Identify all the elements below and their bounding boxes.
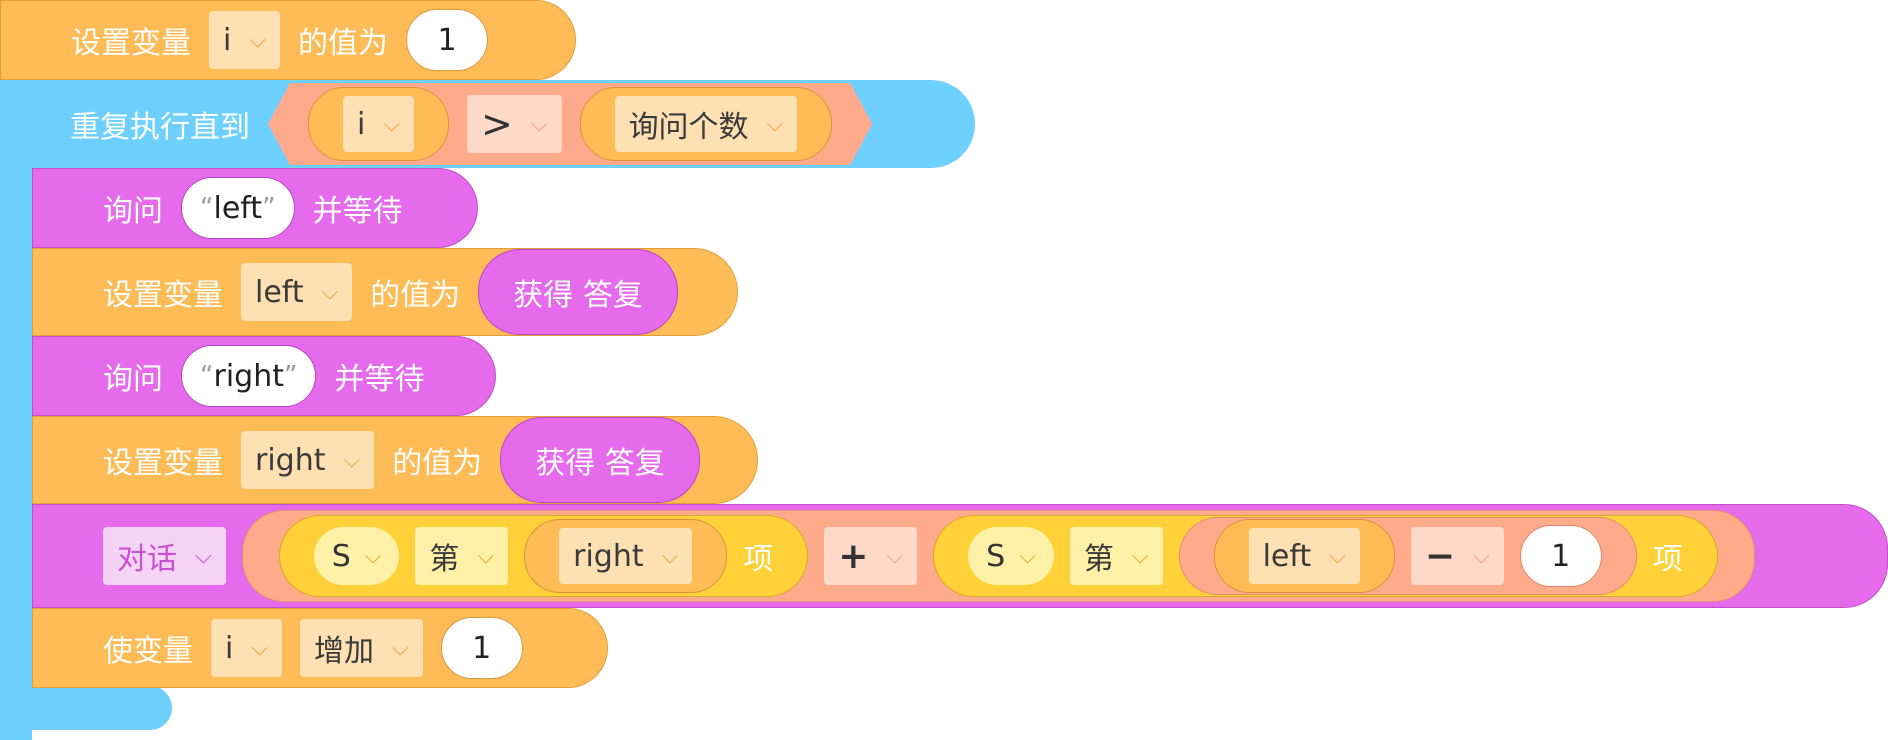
list-item-reporter-a[interactable]: S ⌵ 第 ⌵ right ⌵ 项 (278, 515, 809, 597)
block-label: 使变量 (103, 634, 193, 669)
chevron-down-icon: ⌵ (364, 543, 382, 569)
chevron-down-icon: ⌵ (321, 279, 339, 305)
say-block[interactable]: 对话 ⌵ S ⌵ 第 ⌵ right ⌵ 项 + ⌵ (32, 504, 1888, 608)
question-input[interactable]: “ left ” (181, 177, 295, 239)
var-reporter-i[interactable]: i ⌵ (308, 87, 449, 161)
value-input[interactable]: 1 (440, 617, 523, 679)
chevron-down-icon: ⌵ (1473, 543, 1490, 569)
ordinal-dropdown[interactable]: 第 ⌵ (1069, 527, 1163, 585)
block-label-suffix: 并等待 (312, 194, 403, 229)
subtract-reporter[interactable]: left ⌵ − ⌵ 1 (1178, 517, 1637, 595)
chevron-down-icon: ⌵ (477, 543, 495, 569)
variable-name: 询问个数 (628, 110, 749, 145)
repeat-left-arm (0, 80, 32, 740)
block-label: 设置变量 (71, 26, 191, 61)
add-reporter[interactable]: S ⌵ 第 ⌵ right ⌵ 项 + ⌵ S ⌵ (241, 510, 1755, 602)
operator-dropdown[interactable]: + ⌵ (824, 527, 918, 585)
change-mode-dropdown[interactable]: 增加 ⌵ (300, 619, 423, 677)
chevron-down-icon: ⌵ (886, 543, 904, 569)
list-dropdown[interactable]: S ⌵ (968, 527, 1054, 585)
chevron-down-icon: ⌵ (249, 27, 267, 53)
list-item-reporter-b[interactable]: S ⌵ 第 ⌵ left ⌵ − ⌵ 1 项 (933, 515, 1718, 597)
var-reporter-right[interactable]: right ⌵ (524, 519, 728, 593)
variable-dropdown[interactable]: right ⌵ (241, 431, 375, 489)
ordinal-dropdown[interactable]: 第 ⌵ (415, 527, 509, 585)
item-label: 项 (743, 542, 774, 577)
repeat-label: 重复执行直到 (70, 110, 250, 145)
change-variable-i-block[interactable]: 使变量 i ⌵ 增加 ⌵ 1 (32, 608, 608, 688)
block-label-suffix: 并等待 (334, 362, 425, 397)
chevron-down-icon[interactable]: ⌵ (383, 111, 401, 137)
chevron-down-icon: ⌵ (392, 635, 409, 661)
value-input[interactable]: 1 (406, 9, 489, 71)
chevron-down-icon: ⌵ (251, 635, 269, 661)
ask-right-block[interactable]: 询问 “ right ” 并等待 (32, 336, 496, 416)
chevron-down-icon: ⌵ (343, 447, 361, 473)
block-label: 询问 (103, 194, 163, 229)
block-label: 设置变量 (103, 278, 223, 313)
operator-dropdown[interactable]: − ⌵ (1410, 527, 1504, 585)
number-input[interactable]: 1 (1519, 525, 1602, 587)
variable-dropdown[interactable]: i ⌵ (209, 11, 281, 69)
block-label: 询问 (103, 362, 163, 397)
answer-reporter[interactable]: 获得 答复 (478, 249, 678, 335)
var-reporter-ask-count[interactable]: 询问个数 ⌵ (580, 87, 833, 161)
chevron-down-icon[interactable]: ⌵ (766, 111, 784, 137)
set-variable-left-block[interactable]: 设置变量 left ⌵ 的值为 获得 答复 (32, 248, 738, 336)
variable-dropdown[interactable]: left ⌵ (241, 263, 353, 321)
close-quote: ” (262, 193, 276, 223)
block-label: 设置变量 (103, 446, 223, 481)
item-label: 项 (1652, 542, 1683, 577)
repeat-bottom-bar (0, 686, 172, 730)
block-label-mid: 的值为 (392, 446, 483, 481)
chevron-down-icon: ⌵ (1131, 543, 1149, 569)
operator-dropdown[interactable]: > ⌵ (467, 95, 562, 153)
chevron-down-icon[interactable]: ⌵ (1329, 543, 1346, 569)
var-reporter-left[interactable]: left ⌵ (1213, 519, 1395, 593)
list-dropdown[interactable]: S ⌵ (313, 527, 400, 585)
question-input[interactable]: “ right ” (181, 345, 317, 407)
say-mode-dropdown[interactable]: 对话 ⌵ (103, 527, 226, 585)
block-label-mid: 的值为 (370, 278, 461, 313)
open-quote: “ (200, 193, 214, 223)
ask-left-block[interactable]: 询问 “ left ” 并等待 (32, 168, 478, 248)
chevron-down-icon: ⌵ (530, 111, 548, 137)
block-label-mid: 的值为 (298, 26, 389, 61)
variable-dropdown[interactable]: i ⌵ (211, 619, 283, 677)
set-variable-i-block[interactable]: 设置变量 i ⌵ 的值为 1 (0, 0, 576, 80)
chevron-down-icon: ⌵ (1019, 543, 1036, 569)
variable-name: i (357, 106, 366, 142)
comparison-reporter[interactable]: i ⌵ > ⌵ 询问个数 ⌵ (268, 83, 872, 165)
chevron-down-icon: ⌵ (195, 543, 212, 569)
set-variable-right-block[interactable]: 设置变量 right ⌵ 的值为 获得 答复 (32, 416, 758, 504)
answer-reporter[interactable]: 获得 答复 (500, 417, 700, 503)
open-quote: “ (200, 361, 214, 391)
close-quote: ” (283, 361, 298, 391)
chevron-down-icon[interactable]: ⌵ (661, 543, 679, 569)
